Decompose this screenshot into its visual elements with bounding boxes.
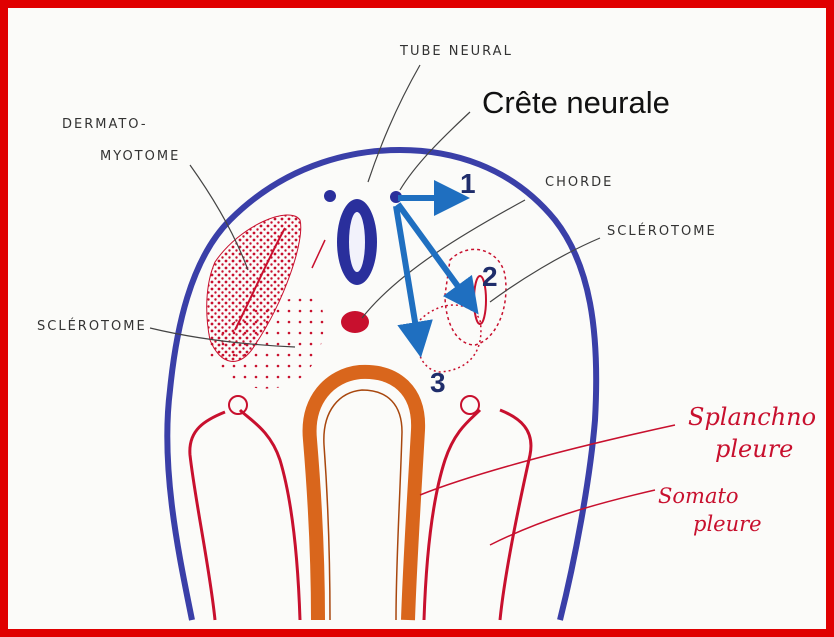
- somatopleure-right: [500, 410, 531, 620]
- label-dermato-line2: MYOTOME: [100, 149, 180, 164]
- label-somato-line2: pleure: [693, 512, 762, 536]
- splanchnopleure-right: [424, 410, 480, 620]
- gut-tube: [310, 372, 419, 620]
- label-chorde: CHORDE: [545, 175, 613, 190]
- leader-somato: [490, 490, 655, 545]
- label-splanchno-line2: pleure: [715, 435, 793, 463]
- label-sclerotome-right: SCLÉROTOME: [607, 223, 717, 239]
- label-dermato-line1: DERMATO-: [62, 117, 148, 132]
- ectoderm-outline: [167, 150, 596, 620]
- arrow-number-1: 1: [460, 168, 476, 199]
- label-splanchno-line1: Splanchno: [688, 403, 816, 431]
- intermediate-mesoderm-left: [229, 396, 247, 414]
- label-sclerotome-left: SCLÉROTOME: [37, 318, 147, 334]
- sclerotome-left-arrow: [312, 240, 325, 268]
- neural-tube-lumen: [349, 212, 365, 272]
- neural-crest-left: [324, 190, 336, 202]
- sclerotome-right-region: [417, 305, 481, 372]
- leader-chorde: [362, 200, 525, 318]
- somatopleure-left: [190, 412, 225, 620]
- arrow-number-3: 3: [430, 367, 446, 398]
- intermediate-mesoderm-right: [461, 396, 479, 414]
- label-crete-neurale: Crête neurale: [482, 85, 670, 120]
- leader-tube-neural: [368, 65, 420, 182]
- splanchnopleure-left: [240, 410, 300, 620]
- label-tube-neural: TUBE NEURAL: [399, 44, 513, 59]
- arrow-number-2: 2: [482, 261, 498, 292]
- gut-tube-inner: [324, 390, 402, 620]
- label-somato-line1: Somato: [658, 484, 739, 508]
